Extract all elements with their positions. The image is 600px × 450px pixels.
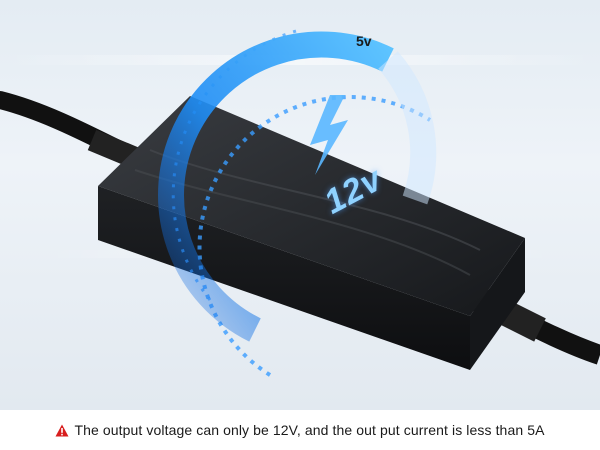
caption-bar: The output voltage can only be 12V, and … — [0, 410, 600, 450]
lightning-icon — [310, 95, 348, 175]
light-streak — [0, 55, 600, 65]
gauge-arc — [158, 31, 394, 342]
gauge-min-label: 5v — [356, 33, 372, 49]
adapter-photo: 5v 12v — [0, 0, 600, 410]
gauge-outer-ring — [197, 95, 432, 377]
adapter-top — [98, 96, 525, 316]
adapter-illustration — [0, 28, 600, 377]
warning-triangle-icon — [55, 424, 69, 436]
caption-text: The output voltage can only be 12V, and … — [74, 422, 545, 438]
adapter-front — [98, 186, 470, 370]
gauge-arc-remaining — [378, 51, 437, 205]
adapter-end — [470, 238, 525, 370]
